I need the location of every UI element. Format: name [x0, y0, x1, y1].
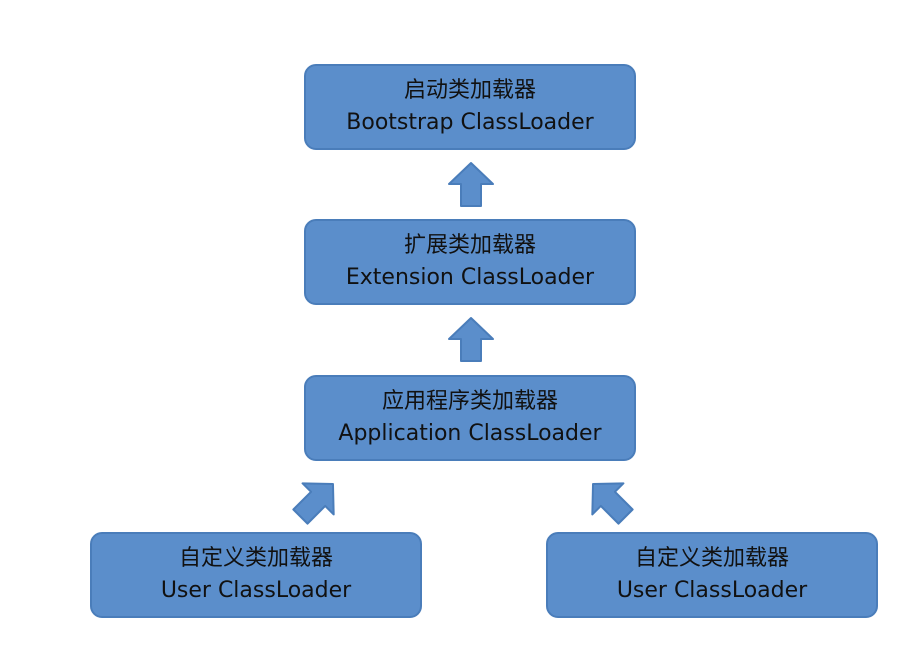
user-classloader-left-en-label: User ClassLoader [160, 578, 352, 603]
user-classloader-left-cn-label: 自定义类加载器 [178, 546, 333, 572]
application-classloader-box: 应用程序类加载器 Application ClassLoader [304, 375, 636, 461]
extension-classloader-en-label: Extension ClassLoader [345, 265, 595, 290]
application-classloader-en-label: Application ClassLoader [338, 421, 602, 446]
application-classloader-cn-label: 应用程序类加载器 [381, 389, 558, 415]
user-classloader-right-box: 自定义类加载器 User ClassLoader [546, 532, 878, 618]
extension-classloader-cn-label: 扩展类加载器 [403, 233, 536, 259]
arrow-user-left-to-application [292, 482, 335, 525]
bootstrap-classloader-en-label: Bootstrap ClassLoader [346, 110, 594, 135]
arrow-application-to-extension [448, 317, 494, 362]
arrow-user-right-to-application [591, 482, 634, 525]
bootstrap-classloader-box: 启动类加载器 Bootstrap ClassLoader [304, 64, 636, 150]
bootstrap-classloader-cn-label: 启动类加载器 [403, 78, 536, 104]
extension-classloader-box: 扩展类加载器 Extension ClassLoader [304, 219, 636, 305]
user-classloader-right-en-label: User ClassLoader [616, 578, 808, 603]
user-classloader-right-cn-label: 自定义类加载器 [634, 546, 789, 572]
user-classloader-left-box: 自定义类加载器 User ClassLoader [90, 532, 422, 618]
arrow-extension-to-bootstrap [448, 162, 494, 207]
